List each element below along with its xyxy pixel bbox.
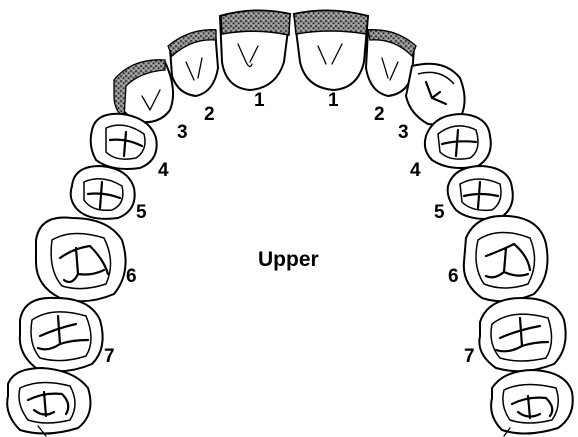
tooth-right-7-second-molar — [479, 298, 565, 371]
tooth-right-4-first-premolar — [425, 114, 491, 168]
label-left-1: 1 — [254, 90, 265, 111]
tooth-left-2-lateral-incisor — [168, 30, 218, 96]
label-right-1: 1 — [328, 90, 339, 111]
label-left-5: 5 — [136, 202, 147, 223]
label-left-6: 6 — [126, 266, 137, 287]
label-left-4: 4 — [158, 160, 169, 181]
tooth-left-5-second-premolar — [71, 166, 135, 219]
tooth-left-3-canine — [114, 60, 173, 122]
tooth-right-third-molar — [491, 370, 573, 436]
arch-title: Upper — [258, 248, 319, 271]
tooth-left-6-first-molar — [36, 217, 126, 301]
label-right-2: 2 — [374, 104, 385, 125]
tooth-right-6-first-molar — [464, 216, 548, 301]
label-left-2: 2 — [204, 104, 215, 125]
tooth-left-7-second-molar — [20, 298, 103, 371]
label-right-6: 6 — [448, 266, 459, 287]
label-left-3: 3 — [177, 122, 188, 143]
label-right-5: 5 — [434, 202, 445, 223]
tooth-right-5-second-premolar — [448, 166, 513, 219]
tooth-right-1-central-incisor — [294, 10, 368, 90]
tooth-left-third-molar — [7, 368, 90, 436]
label-right-3: 3 — [398, 122, 409, 143]
label-right-7: 7 — [464, 346, 475, 367]
label-right-4: 4 — [410, 160, 421, 181]
tooth-left-1-central-incisor — [220, 10, 290, 90]
label-left-7: 7 — [104, 346, 115, 367]
